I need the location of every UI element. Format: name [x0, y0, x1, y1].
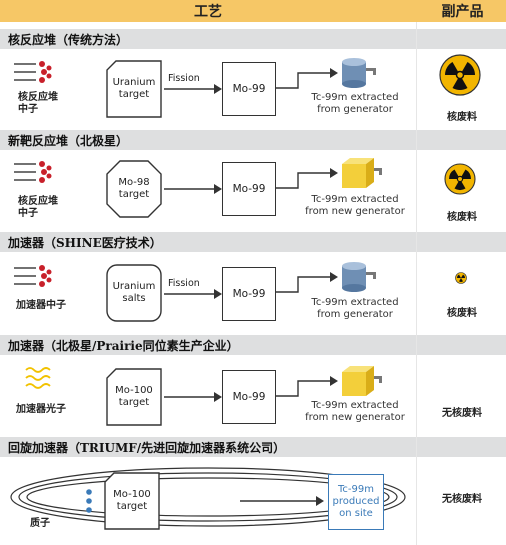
byproduct-2: 核废料 — [447, 212, 477, 223]
generator-cylinder-icon-3 — [342, 262, 376, 292]
arrow-5 — [240, 496, 324, 506]
section-title-3: 加速器（SHINE医疗技术） — [8, 235, 162, 250]
section-title-1: 核反应堆（传统方法） — [8, 32, 129, 47]
target-box-3: Uranium salts — [112, 281, 156, 304]
neutron-beam-icon-2 — [14, 161, 52, 183]
process-header: 工艺 — [0, 0, 416, 22]
section-bar-3: 加速器（SHINE医疗技术） — [0, 232, 506, 252]
arrow-1a — [164, 84, 222, 94]
byproduct-3: 核废料 — [447, 308, 477, 319]
arrow-3a — [164, 289, 222, 299]
product-text-2: Tc-99m extracted from new generator — [305, 194, 405, 217]
cyclotron-rings-icon — [10, 467, 406, 527]
section-bar-2: 新靶反应堆（北极星） — [0, 130, 506, 150]
arrow-4b — [276, 376, 338, 397]
section-title-4: 加速器（北极星/Prairie同位素生产企业） — [8, 338, 239, 353]
arrow-2b — [276, 168, 338, 189]
arrow-2a — [164, 184, 222, 194]
mo99-box-1: Mo-99 — [222, 62, 276, 116]
generator-cube-icon-2 — [342, 158, 382, 188]
header-divider — [416, 0, 419, 22]
byproduct-header: 副产品 — [419, 0, 506, 22]
mo99-box-4: Mo-99 — [222, 370, 276, 424]
neutron-beam-icon-1 — [14, 61, 52, 83]
target-box-1: Uranium target — [112, 77, 156, 100]
mo99-box-2: Mo-99 — [222, 162, 276, 216]
section-bar-4: 加速器（北极星/Prairie同位素生产企业） — [0, 335, 506, 355]
target-box-4: Mo-100 target — [115, 385, 153, 408]
arrow-label-1: Fission — [168, 73, 200, 84]
source-label-5: 质子 — [30, 518, 50, 529]
radiation-icon-2 — [444, 163, 476, 195]
source-label-4: 加速器光子 — [16, 404, 66, 415]
byproduct-4: 无核废料 — [442, 408, 482, 419]
neutron-beam-icon-3 — [14, 265, 52, 287]
byproduct-1: 核废料 — [447, 112, 477, 123]
target-box-3-shape — [106, 264, 162, 322]
target-box-1-shape — [106, 60, 162, 118]
arrow-4a — [164, 392, 222, 402]
source-label-1: 核反应堆 中子 — [18, 92, 58, 115]
radiation-icon-1 — [439, 54, 481, 96]
product-text-1: Tc-99m extracted from generator — [311, 92, 399, 115]
proton-particles-icon — [86, 489, 92, 513]
column-divider — [416, 22, 417, 545]
section-bar-1: 核反应堆（传统方法） — [0, 29, 506, 49]
section-bar-5: 回旋加速器（TRIUMF/先进回旋加速器系统公司） — [0, 437, 506, 457]
section-title-2: 新靶反应堆（北极星） — [8, 133, 129, 148]
arrow-3b — [276, 272, 338, 293]
target-box-5-shape — [104, 472, 160, 530]
source-label-2: 核反应堆 中子 — [18, 196, 58, 219]
generator-cylinder-icon-1 — [342, 58, 376, 88]
target-box-2: Mo-98 target — [118, 177, 150, 200]
target-octagon-2-shape — [106, 160, 162, 218]
target-box-5: Mo-100 target — [113, 489, 151, 512]
product-box-5: Tc-99m produced on site — [328, 474, 384, 530]
byproduct-5: 无核废料 — [442, 494, 482, 505]
arrow-label-3: Fission — [168, 278, 200, 289]
product-text-4: Tc-99m extracted from new generator — [305, 400, 405, 423]
product-text-3: Tc-99m extracted from generator — [311, 297, 399, 320]
arrow-1b — [276, 68, 338, 89]
mo99-box-3: Mo-99 — [222, 267, 276, 321]
photon-wave-icon-4 — [25, 367, 51, 389]
source-label-3: 加速器中子 — [16, 300, 66, 311]
radiation-icon-3 — [455, 272, 467, 284]
target-box-4-shape — [106, 368, 162, 426]
generator-cube-icon-4 — [342, 366, 382, 396]
section-title-5: 回旋加速器（TRIUMF/先进回旋加速器系统公司） — [8, 440, 286, 455]
